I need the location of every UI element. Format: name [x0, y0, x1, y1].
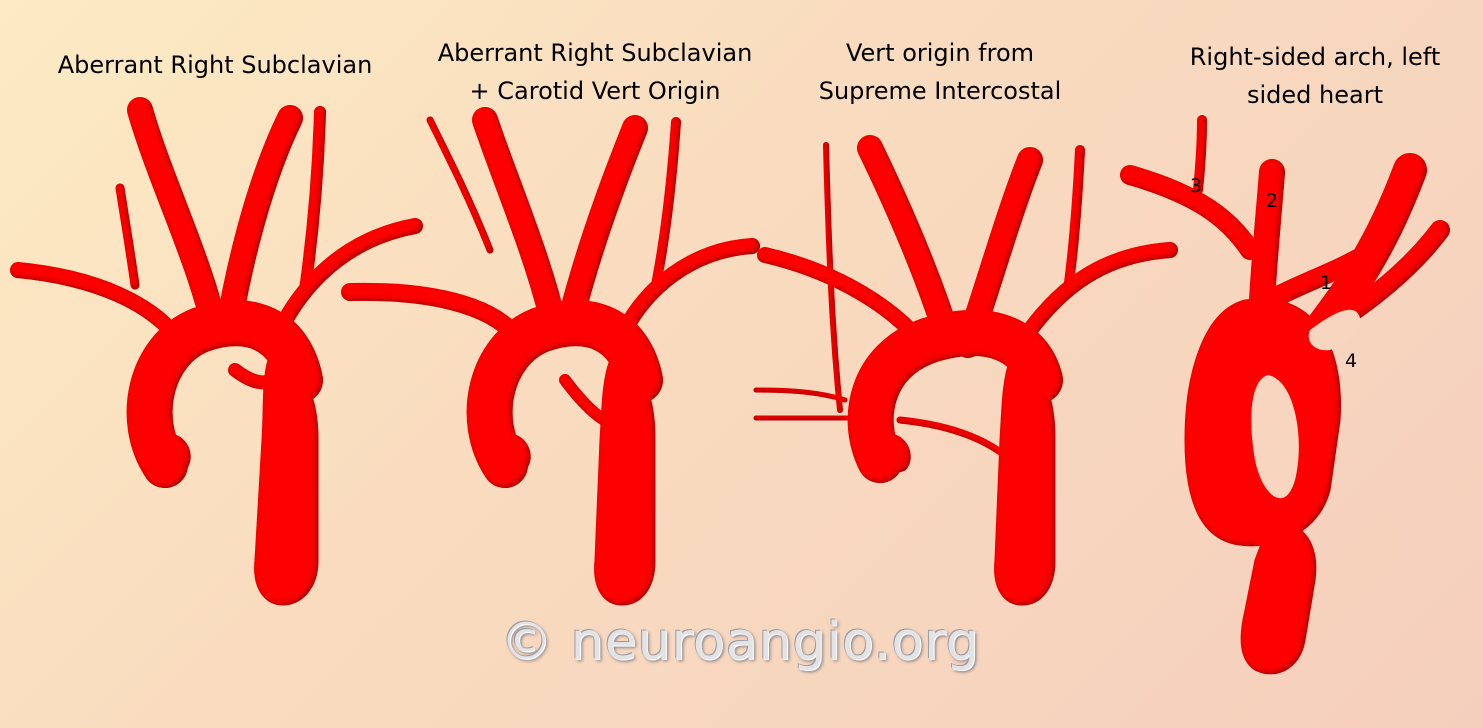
panel-2-aortic-arch [341, 107, 760, 606]
panel-3-aortic-root [858, 434, 911, 475]
panel-3-supreme-intercostal [823, 142, 843, 413]
panel-2-aortic-root [478, 434, 531, 475]
panel-3-left-subclavian [955, 147, 1043, 358]
panel-4-label-4: 4 [1345, 350, 1357, 372]
panel-2-title-line1: Aberrant Right Subclavian [437, 39, 753, 67]
panel-1-aortic-root [138, 434, 191, 475]
panel-1-left-carotid [127, 97, 228, 343]
panel-1-title-line1: Aberrant Right Subclavian [57, 51, 373, 79]
panel-2-vertebral-from-carotid [426, 116, 494, 254]
panel-2-arch [466, 300, 663, 488]
panel-1-aberrant-segment [228, 363, 279, 390]
panel-3-title-line1: Vert origin from [845, 39, 1035, 67]
panel-2-title: Aberrant Right Subclavian + Carotid Vert… [410, 34, 780, 110]
panel-2-title-line2: + Carotid Vert Origin [469, 77, 721, 105]
panel-2-right-carotid [650, 117, 681, 295]
panel-4-cutout-upper [1308, 309, 1361, 351]
panel-3-title: Vert origin from Supreme Intercostal [760, 34, 1120, 110]
panel-1-right-subclavian-trunk [10, 262, 183, 343]
panel-4-descending-aorta [1240, 519, 1317, 675]
panel-4-vessel-1 [1270, 242, 1380, 305]
panel-3-left-carotid [857, 135, 963, 358]
panel-3-intercostal-branch-upper [753, 387, 848, 403]
panel-1-left-subclavian-branch [272, 218, 423, 338]
panel-1-left-subclavian [215, 105, 303, 343]
panel-4-cutouts [1251, 309, 1361, 499]
panel-1-arch [126, 300, 323, 488]
panel-3-aortic-arch [753, 135, 1178, 606]
panel-1-aortic-arch [10, 97, 423, 606]
panel-3-right-subclavian-trunk [757, 247, 918, 338]
panel-2-left-subclavian [555, 115, 648, 343]
panel-4-title-line1: Right-sided arch, left [1189, 43, 1441, 71]
panel-4-cutout-lower [1251, 375, 1299, 499]
panel-3-left-subclavian-branch [1022, 242, 1178, 338]
panel-4-label-3: 3 [1190, 175, 1202, 197]
panel-3-aberrant-segment [896, 416, 1024, 474]
panel-2-left-subclavian-branch [617, 238, 760, 338]
panel-4-vessel-2 [1249, 159, 1285, 313]
panel-1-title: Aberrant Right Subclavian [30, 46, 400, 84]
panel-2-left-carotid [472, 107, 568, 343]
panel-1-vertebral [115, 183, 140, 290]
panel-3-title-line2: Supreme Intercostal [818, 77, 1062, 105]
panel-4-vessel-3 [1120, 165, 1260, 260]
panel-1-right-carotid [299, 106, 326, 296]
panel-2-right-subclavian-trunk [341, 282, 524, 344]
panel-4-aortic-arch [1120, 115, 1450, 675]
panel-3-right-carotid [1063, 145, 1085, 295]
panel-4-title-line2: sided heart [1247, 81, 1383, 109]
panel-4-vessel-3-upper [1193, 115, 1207, 195]
panel-4-label-2: 2 [1266, 190, 1278, 212]
panel-3-arch [847, 310, 1063, 483]
panel-4-number-labels: 1 2 3 4 [1190, 175, 1357, 372]
copyright-watermark: © neuroangio.org [500, 612, 980, 672]
panel-4-label-1: 1 [1320, 272, 1332, 294]
panel-2-aberrant-segment [559, 374, 621, 431]
panel-4-title: Right-sided arch, left sided heart [1150, 38, 1480, 114]
